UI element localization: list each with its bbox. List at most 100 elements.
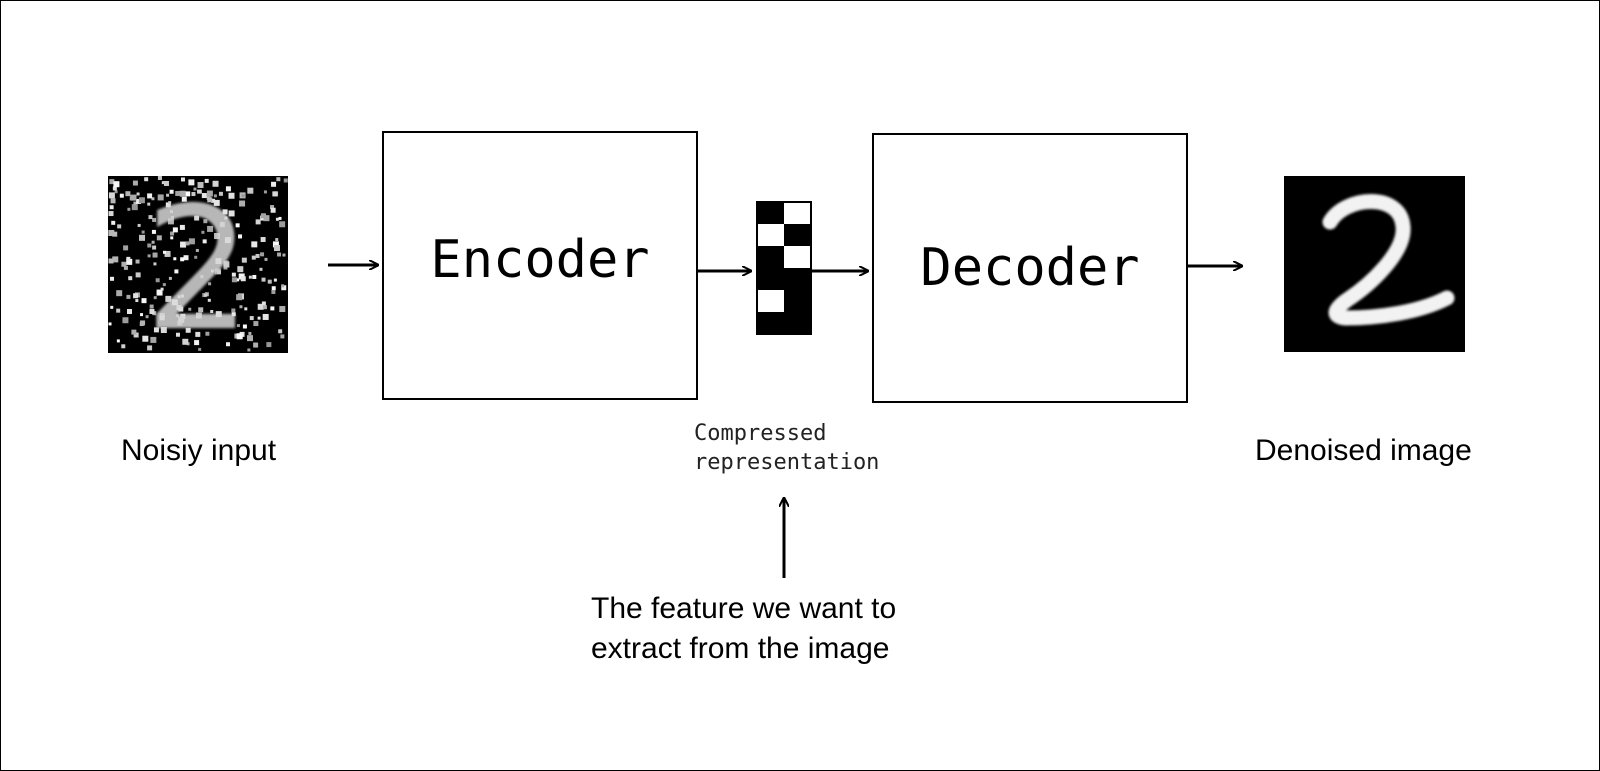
- noise-speckle: [132, 180, 138, 186]
- noise-speckle: [136, 192, 140, 196]
- noise-speckle: [241, 257, 247, 263]
- noise-speckle: [278, 329, 283, 334]
- noise-speckle: [180, 294, 184, 298]
- noise-speckle: [113, 181, 120, 188]
- noise-speckle: [171, 299, 178, 306]
- noise-speckle: [195, 331, 201, 337]
- noise-speckle: [213, 199, 220, 206]
- noise-speckle: [138, 197, 145, 204]
- noise-speckle: [226, 342, 231, 347]
- noise-speckle: [197, 189, 202, 194]
- noise-speckle: [257, 303, 264, 310]
- noise-speckle: [121, 261, 127, 267]
- noise-speckle: [251, 241, 258, 248]
- noise-speckle: [173, 257, 177, 261]
- noise-speckle: [185, 191, 191, 197]
- noise-speckle: [272, 191, 278, 197]
- noise-speckle: [276, 177, 281, 182]
- noise-speckle: [152, 245, 157, 250]
- noise-speckle: [168, 201, 172, 205]
- noise-speckle: [147, 193, 153, 199]
- noise-speckle: [246, 335, 253, 342]
- noise-speckle: [283, 178, 288, 183]
- noise-speckle: [213, 194, 217, 198]
- noise-speckle: [175, 190, 181, 196]
- noise-speckle: [169, 210, 173, 214]
- noise-speckle: [110, 305, 114, 309]
- noise-speckle: [191, 192, 196, 197]
- noise-speckle: [153, 296, 157, 300]
- noise-speckle: [117, 224, 122, 229]
- noise-speckle: [159, 315, 165, 321]
- noise-speckle: [149, 308, 155, 314]
- noise-speckle: [185, 327, 191, 333]
- noise-speckle: [152, 217, 157, 222]
- noise-speckle: [201, 230, 205, 234]
- noise-speckle: [147, 345, 153, 351]
- noise-speckle: [197, 182, 204, 189]
- noise-speckle: [248, 331, 252, 335]
- noise-speckle: [240, 276, 246, 282]
- code-cell: [757, 290, 784, 312]
- noise-speckle: [198, 347, 202, 351]
- noise-speckle: [145, 315, 149, 319]
- noise-speckle: [170, 216, 174, 220]
- compressed-representation-grid: [756, 201, 812, 335]
- noise-speckle: [176, 305, 182, 311]
- code-cell: [784, 290, 811, 312]
- noise-speckle: [141, 230, 145, 234]
- noise-speckle: [253, 342, 259, 348]
- noise-speckle: [164, 250, 171, 257]
- noise-speckle: [264, 257, 268, 261]
- noise-speckle: [182, 338, 189, 345]
- noise-speckle: [109, 205, 114, 210]
- noise-speckle: [217, 270, 222, 275]
- noise-speckle: [165, 202, 171, 208]
- noise-speckle: [133, 201, 137, 205]
- noise-speckle: [180, 313, 186, 319]
- noise-speckle: [207, 298, 211, 302]
- noise-speckle: [272, 241, 279, 248]
- noise-speckle: [238, 234, 243, 239]
- noise-speckle: [275, 238, 279, 242]
- noise-speckle: [263, 215, 270, 222]
- noise-speckle: [160, 326, 167, 333]
- noisy-input-caption: Noisiy input: [121, 434, 277, 467]
- noise-speckle: [223, 265, 228, 270]
- noise-speckle: [126, 294, 131, 299]
- noise-speckle: [150, 336, 157, 343]
- noise-speckle: [163, 180, 169, 186]
- code-cell: [757, 268, 784, 290]
- noise-speckle: [239, 200, 246, 207]
- noise-speckle: [152, 252, 158, 258]
- noise-speckle: [147, 254, 151, 258]
- noise-speckle: [135, 259, 140, 264]
- noise-speckle: [151, 240, 155, 244]
- denoised-digit-stroke: [1322, 194, 1455, 326]
- noise-speckle: [157, 176, 162, 181]
- noise-speckle: [174, 269, 179, 274]
- noise-speckle: [198, 307, 204, 313]
- noise-speckle: [110, 276, 115, 281]
- noise-speckle: [183, 255, 189, 261]
- decoder-label: Decoder: [920, 238, 1140, 298]
- noise-speckle: [137, 223, 141, 227]
- code-cell: [757, 246, 784, 268]
- noise-speckle: [208, 282, 212, 286]
- noise-speckle: [139, 322, 144, 327]
- noise-speckle: [231, 308, 236, 313]
- noise-speckle: [130, 194, 137, 201]
- noise-speckle: [112, 231, 118, 237]
- feature-note-line1: The feature we want to: [591, 592, 897, 625]
- noise-speckle: [160, 287, 164, 291]
- noise-speckle: [224, 237, 231, 244]
- noise-speckle: [231, 272, 236, 277]
- noise-speckle: [257, 316, 261, 320]
- noise-speckle: [194, 255, 198, 259]
- noise-speckle: [273, 245, 280, 252]
- noise-speckle: [281, 285, 287, 291]
- noise-speckle: [156, 235, 162, 241]
- noise-speckle: [218, 191, 223, 196]
- code-cell: [757, 224, 784, 246]
